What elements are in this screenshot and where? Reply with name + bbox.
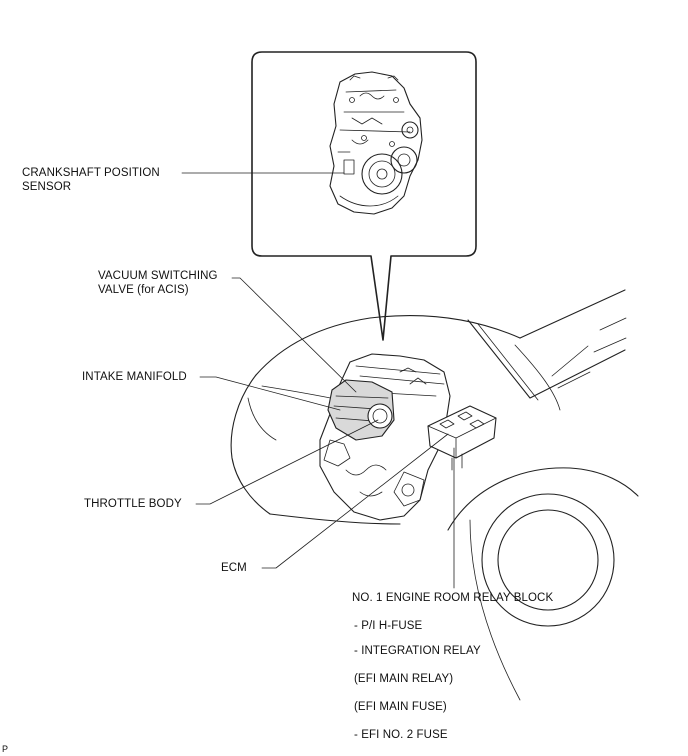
engine-detail-illustration	[329, 71, 423, 215]
relay-block-item: - EFI NO. 2 FUSE	[354, 729, 448, 741]
label-vacuum-switching-valve: VACUUM SWITCHING VALVE (for ACIS)	[98, 269, 218, 297]
relay-block-item: (EFI MAIN RELAY)	[354, 673, 454, 685]
vehicle-body-outline	[230, 289, 639, 701]
relay-block-item: - INTEGRATION RELAY	[354, 645, 481, 657]
leader-intake-manifold	[199, 376, 341, 411]
inset-callout-box	[251, 51, 477, 341]
engine-bay-illustration	[319, 353, 497, 521]
label-crankshaft-line-2: SENSOR	[22, 181, 72, 193]
corner-mark: P	[2, 744, 9, 754]
label-vsv-line-1: VACUUM SWITCHING	[98, 270, 218, 282]
label-crankshaft-position-sensor: CRANKSHAFT POSITION SENSOR	[22, 166, 160, 194]
label-relay-block: NO. 1 ENGINE ROOM RELAY BLOCK - P/I H-FU…	[352, 591, 553, 742]
label-crankshaft-line-1: CRANKSHAFT POSITION	[22, 167, 160, 179]
relay-block-item: (EFI MAIN FUSE)	[354, 701, 447, 713]
label-vsv-line-2: VALVE (for ACIS)	[98, 284, 189, 296]
leader-vacuum-switching-valve	[231, 277, 357, 393]
label-throttle-body: THROTTLE BODY	[84, 498, 182, 510]
leader-throttle-body	[195, 419, 379, 505]
label-ecm: ECM	[221, 562, 247, 574]
relay-block-title: NO. 1 ENGINE ROOM RELAY BLOCK	[352, 592, 554, 604]
leader-lines	[181, 172, 455, 589]
leader-ecm	[261, 433, 449, 569]
relay-block-item: - P/I H-FUSE	[354, 620, 423, 632]
label-intake-manifold: INTAKE MANIFOLD	[82, 371, 187, 383]
